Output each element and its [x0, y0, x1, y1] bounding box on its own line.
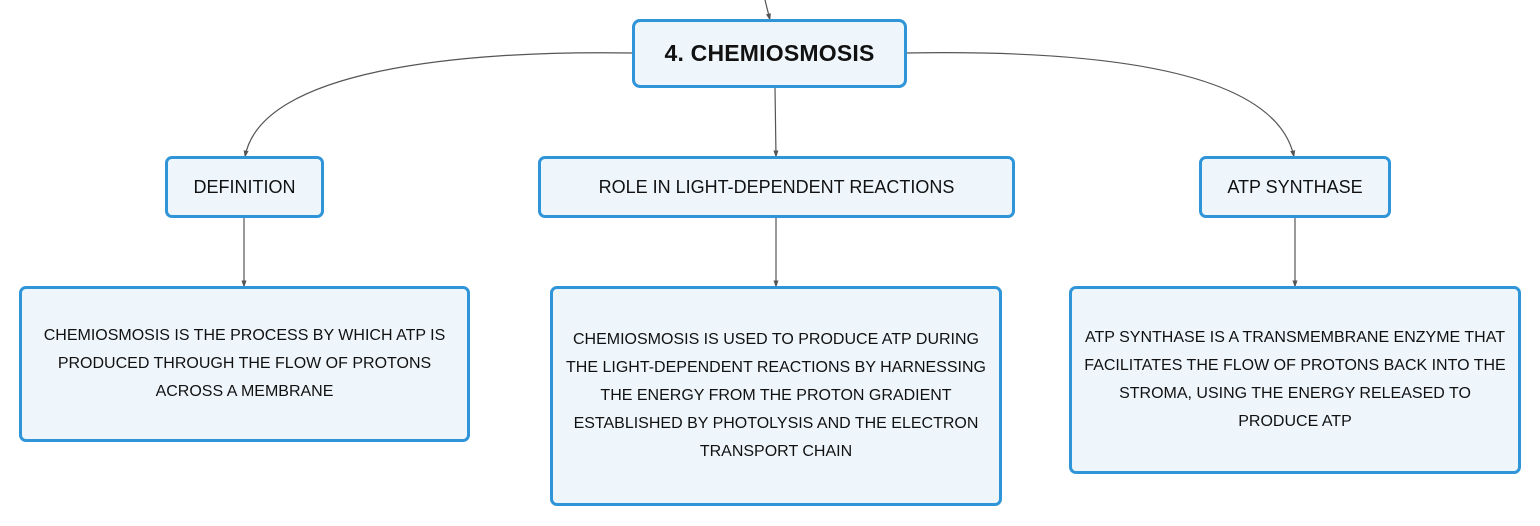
connector-incoming	[764, 0, 771, 21]
branch-node-definition[interactable]: DEFINITION	[165, 156, 324, 218]
branch-node-role-in-light-dependent-reactions[interactable]: ROLE IN LIGHT-DEPENDENT REACTIONS	[538, 156, 1015, 218]
connector-root-to-role	[773, 86, 779, 158]
detail-node-text: CHEMIOSMOSIS IS THE PROCESS BY WHICH ATP…	[43, 327, 446, 400]
branch-node-label: ROLE IN LIGHT-DEPENDENT REACTIONS	[598, 176, 955, 197]
branch-node-label: ATP SYNTHASE	[1227, 176, 1363, 197]
connector-root-to-atp-synthase	[905, 52, 1296, 158]
connector-root-to-definition	[243, 52, 634, 158]
detail-node-role-in-light-dependent-reactions[interactable]: CHEMIOSMOSIS IS USED TO PRODUCE ATP DURI…	[550, 286, 1002, 506]
detail-node-definition[interactable]: CHEMIOSMOSIS IS THE PROCESS BY WHICH ATP…	[19, 286, 470, 442]
root-node-label: 4. CHEMIOSMOSIS	[664, 40, 875, 66]
detail-node-atp-synthase[interactable]: ATP SYNTHASE IS A TRANSMEMBRANE ENZYME T…	[1069, 286, 1521, 474]
detail-node-text: CHEMIOSMOSIS IS USED TO PRODUCE ATP DURI…	[566, 331, 986, 460]
detail-node-text: ATP SYNTHASE IS A TRANSMEMBRANE ENZYME T…	[1084, 329, 1506, 430]
branch-node-atp-synthase[interactable]: ATP SYNTHASE	[1199, 156, 1391, 218]
root-node[interactable]: 4. CHEMIOSMOSIS	[632, 19, 907, 88]
branch-node-label: DEFINITION	[193, 176, 296, 197]
